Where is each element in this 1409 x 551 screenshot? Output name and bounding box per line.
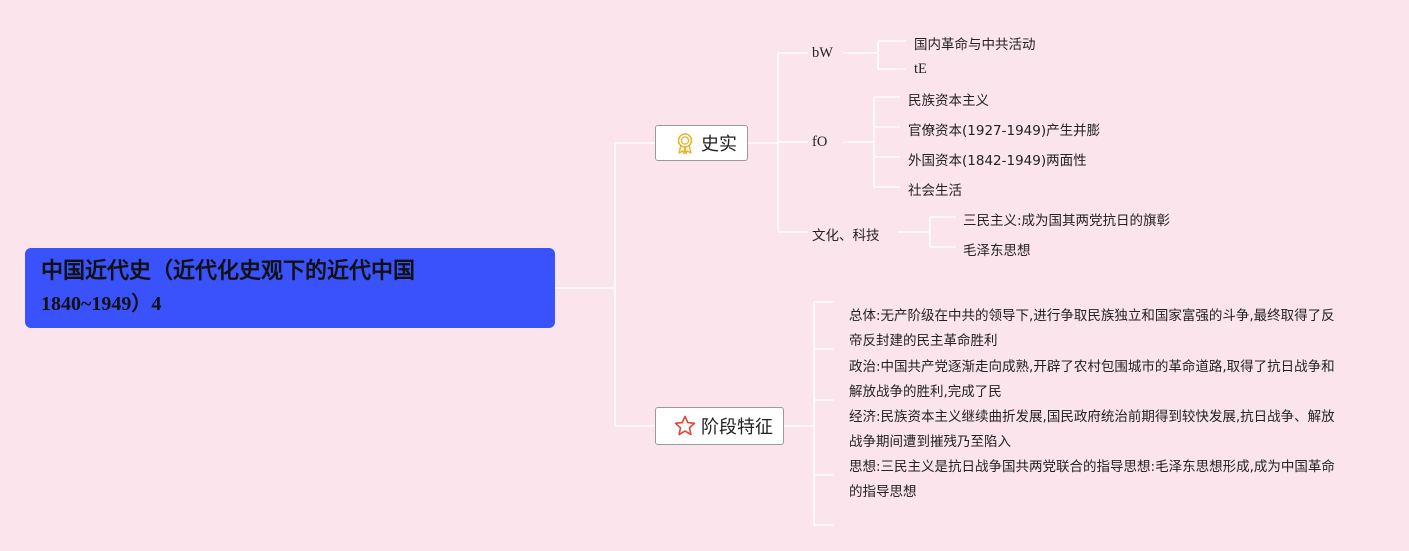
group-label-bw[interactable]: bW	[812, 45, 833, 61]
leaf-item[interactable]: tE	[914, 61, 927, 77]
branch-node-history[interactable]: 史实	[655, 125, 748, 161]
branch-label-features: 阶段特征	[701, 417, 773, 438]
branch-node-features[interactable]: 阶段特征	[655, 407, 784, 445]
feature-politics[interactable]: 政治:中国共产党逐渐走向成熟,开辟了农村包围城市的革命道路,取得了抗日战争和解放…	[849, 359, 1335, 400]
leaf-item[interactable]: 三民主义:成为国其两党抗日的旗彰	[963, 213, 1171, 229]
leaf-item[interactable]: 民族资本主义	[908, 93, 989, 109]
branch-label-history: 史实	[701, 134, 737, 155]
leaf-item[interactable]: 社会生活	[908, 183, 962, 199]
feature-overall[interactable]: 总体:无产阶级在中共的领导下,进行争取民族独立和国家富强的斗争,最终取得了反帝反…	[849, 308, 1335, 349]
group-label-culture-tech[interactable]: 文化、科技	[812, 228, 880, 244]
leaf-item[interactable]: 外国资本(1842-1949)两面性	[908, 153, 1087, 169]
group-label-fo[interactable]: fO	[812, 134, 828, 150]
root-title-line1: 中国近代史（近代化史观下的近代中国	[41, 259, 416, 284]
leaf-item[interactable]: 毛泽东思想	[963, 243, 1031, 259]
star-icon	[674, 415, 696, 437]
feature-economy[interactable]: 经济:民族资本主义继续曲折发展,国民政府统治前期得到较快发展,抗日战争、解放战争…	[849, 409, 1335, 450]
leaf-item[interactable]: 国内革命与中共活动	[914, 37, 1036, 53]
root-topic-node[interactable]: 中国近代史（近代化史观下的近代中国 1840~1949）4	[25, 248, 555, 328]
root-title-line2: 1840~1949）4	[41, 293, 162, 315]
award-ribbon-icon	[674, 132, 696, 154]
leaf-item[interactable]: 官僚资本(1927-1949)产生并膨	[908, 123, 1101, 139]
feature-thought[interactable]: 思想:三民主义是抗日战争国共两党联合的指导思想:毛泽东思想形成,成为中国革命的指…	[849, 459, 1335, 500]
